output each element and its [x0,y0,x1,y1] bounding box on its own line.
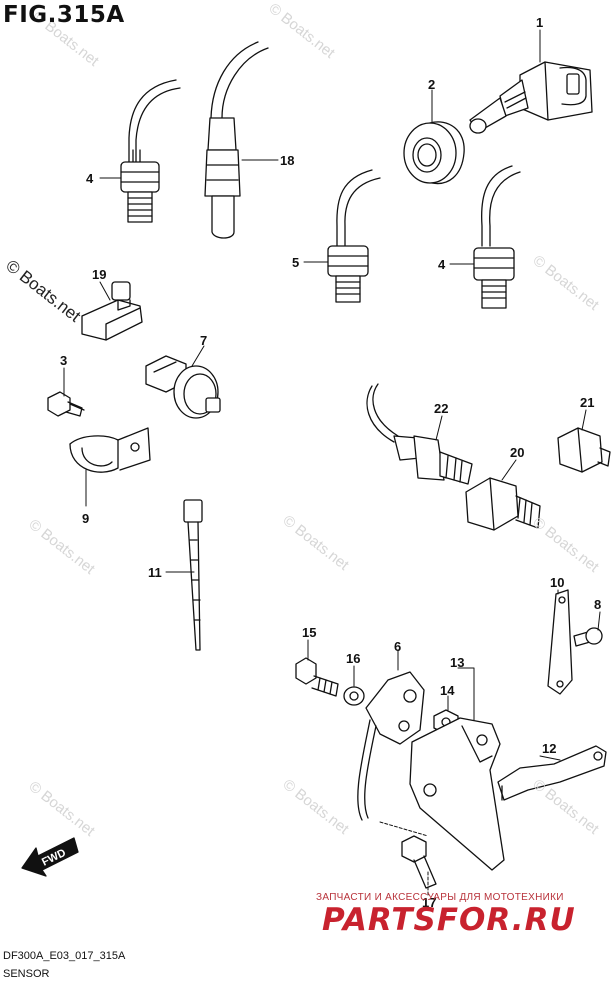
part-8-screw [573,627,603,647]
part-10-bracket [547,589,573,695]
part-22-sensor [366,383,473,485]
callout-17[interactable]: 17 [422,895,437,910]
part-9-clamp [69,427,151,473]
callout-3[interactable]: 3 [60,353,68,368]
callout-4[interactable]: 4 [86,171,94,186]
callout-12[interactable]: 12 [542,741,557,756]
part-21-plug [557,427,611,473]
diagram-code: DF300A_E03_017_315A [3,950,126,962]
part-6-sensor [357,671,425,821]
leader-lines [63,29,601,896]
part-2-grommet [403,121,465,185]
part-20-plug [465,477,541,531]
part-17-bolt [401,835,437,889]
callout-13[interactable]: 13 [450,655,465,670]
partsfor-tagline: ЗАПЧАСТИ И АКСЕССУАРЫ ДЛЯ МОТОТЕХНИКИ [316,892,564,903]
part-4-temp-sensor-a [120,79,181,223]
callout-20[interactable]: 20 [510,445,525,460]
part-3-bolt [47,391,85,417]
partsfor-logo[interactable]: PARTSFOR.RU [322,902,576,938]
callout-6[interactable]: 6 [394,639,402,654]
part-4-temp-sensor-b [473,165,521,309]
callout-9[interactable]: 9 [82,511,90,526]
fwd-arrow [21,837,79,877]
callout-1[interactable]: 1 [536,15,544,30]
callout-18[interactable]: 18 [280,153,295,168]
part-1-sensor [469,61,593,134]
callout-19[interactable]: 19 [92,267,107,282]
part-13-plate [409,717,505,871]
part-5-temp-sensor [327,169,381,303]
callout-15[interactable]: 15 [302,625,317,640]
callout-4-right[interactable]: 4 [438,257,446,272]
figure-title: FIG.315A [3,2,125,28]
callout-16[interactable]: 16 [346,651,361,666]
callout-10[interactable]: 10 [550,575,565,590]
part-7-pressure-switch [145,355,221,419]
part-19-clip [81,281,143,341]
callout-7[interactable]: 7 [200,333,208,348]
part-15-bolt [295,657,339,697]
diagram-name: SENSOR [3,968,50,980]
part-12-link [497,745,607,801]
callout-5[interactable]: 5 [292,255,300,270]
callout-14[interactable]: 14 [440,683,455,698]
callout-2[interactable]: 2 [428,77,436,92]
part-18-sensor [204,41,269,239]
fwd-label: FWD [40,847,68,869]
callout-22[interactable]: 22 [434,401,449,416]
part-16-washer [343,686,365,706]
part-11-cable-tie [183,499,203,651]
callout-8[interactable]: 8 [594,597,602,612]
callout-21[interactable]: 21 [580,395,595,410]
callout-11[interactable]: 11 [148,565,162,580]
